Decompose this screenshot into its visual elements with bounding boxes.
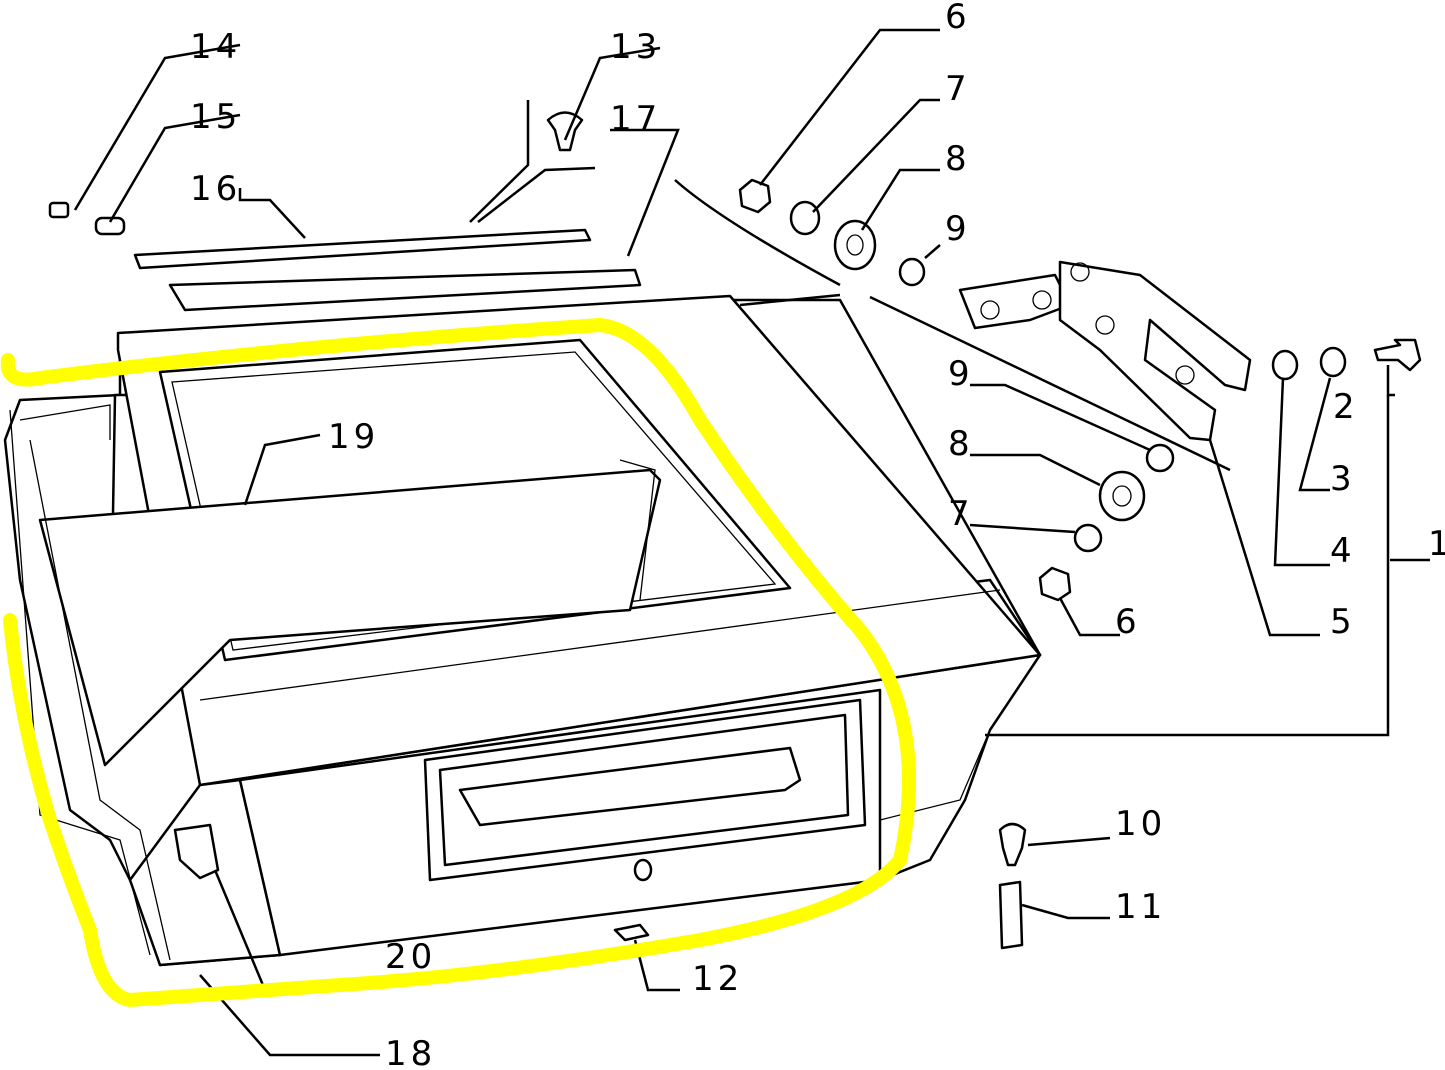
fasteners	[48, 111, 1422, 950]
tailgate-panel	[3, 294, 1042, 967]
callout-6-bottom: 6	[1115, 602, 1141, 642]
callout-10: 10	[1115, 804, 1166, 844]
callout-20: 20	[385, 937, 436, 977]
callout-13: 13	[610, 27, 661, 67]
leader-lines	[73, 28, 1430, 1057]
callout-9-bottom: 9	[948, 354, 974, 394]
callout-8-top: 8	[945, 139, 971, 179]
callout-17: 17	[610, 99, 661, 139]
callout-5: 5	[1330, 602, 1356, 642]
callout-8-bottom: 8	[948, 424, 974, 464]
callout-7-top: 7	[945, 69, 971, 109]
callout-15: 15	[190, 97, 241, 137]
callout-14: 14	[190, 27, 241, 67]
callout-3: 3	[1330, 459, 1356, 499]
callout-18: 18	[385, 1034, 436, 1070]
callout-12: 12	[692, 959, 743, 999]
top-trim-strips	[133, 228, 642, 312]
callout-6-top: 6	[945, 0, 971, 37]
callout-11: 11	[1115, 887, 1166, 927]
highlight-outline	[0, 317, 916, 1008]
callout-9-top: 9	[945, 209, 971, 249]
callout-4: 4	[1330, 531, 1356, 571]
callout-2: 2	[1333, 387, 1359, 427]
callout-16: 16	[190, 169, 241, 209]
callout-1: 1	[1428, 524, 1445, 564]
callout-19: 19	[328, 417, 379, 457]
hinge	[958, 260, 1252, 442]
callout-7-bottom: 7	[948, 494, 974, 534]
callout-labels: 1 2 3 4 5 6 6 7 7 8 8 9 9 10 11 12 13 14…	[190, 0, 1445, 1070]
